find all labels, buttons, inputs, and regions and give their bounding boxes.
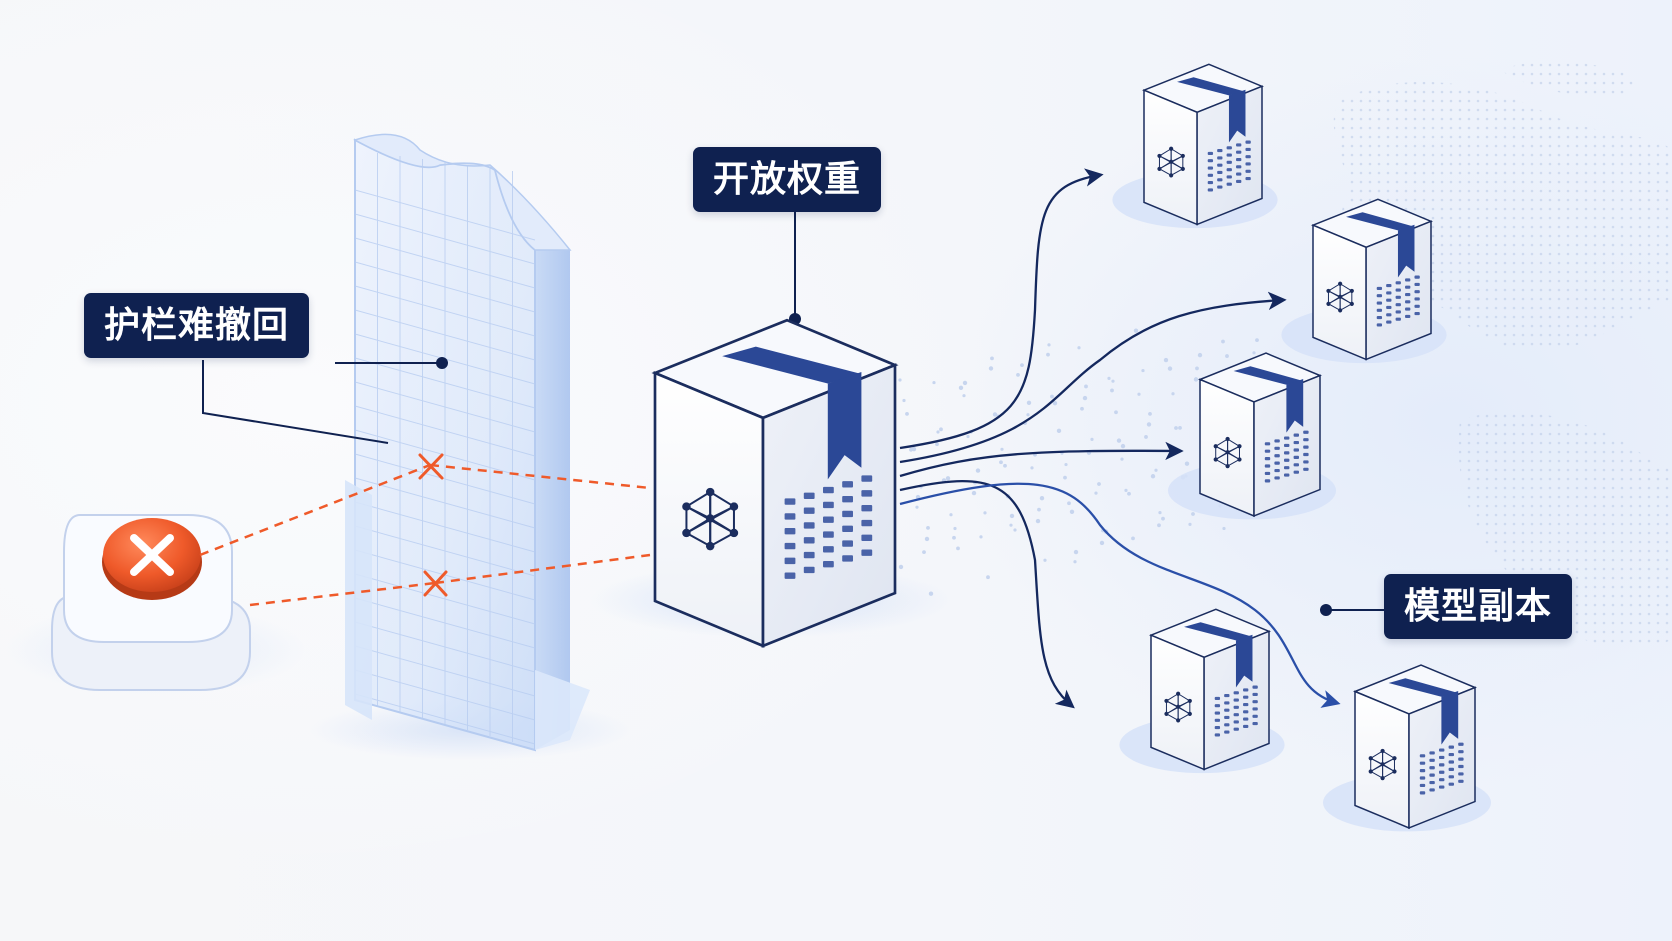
cancel-button[interactable] [102,518,202,600]
model-copy-box-3 [1198,352,1322,518]
network-graph-icon [1158,148,1184,176]
guardrail-label: 护栏难撤回 [84,293,310,358]
model-copies-anchor-dot [1320,604,1332,616]
model-copies [1112,63,1491,832]
network-graph-icon [685,491,735,548]
model-copy-box-1 [1142,63,1264,226]
open-weights-label: 开放权重 [693,147,882,212]
vent-grid [1207,140,1251,192]
open-weights-model-box [590,318,950,648]
central-box [651,318,899,648]
model-copy-box-2 [1311,198,1433,361]
vent-grid [1214,685,1258,737]
model-copy-box-4 [1149,608,1271,771]
x-icon [130,534,174,576]
vent-grid [1264,430,1309,483]
guardrail-anchor-dot [436,357,448,369]
x-mark-icon [418,453,448,597]
model-copy-box-5 [1353,664,1477,830]
vent-grid [784,475,873,579]
guardrail-glass-wall [310,133,630,760]
model-copies-label: 模型副本 [1384,574,1573,639]
vent-grid [1419,742,1464,795]
vent-grid [1376,275,1420,327]
distribution-arrows [899,168,1341,709]
guardrail-leader [202,360,442,444]
blocked-paths [199,463,651,607]
